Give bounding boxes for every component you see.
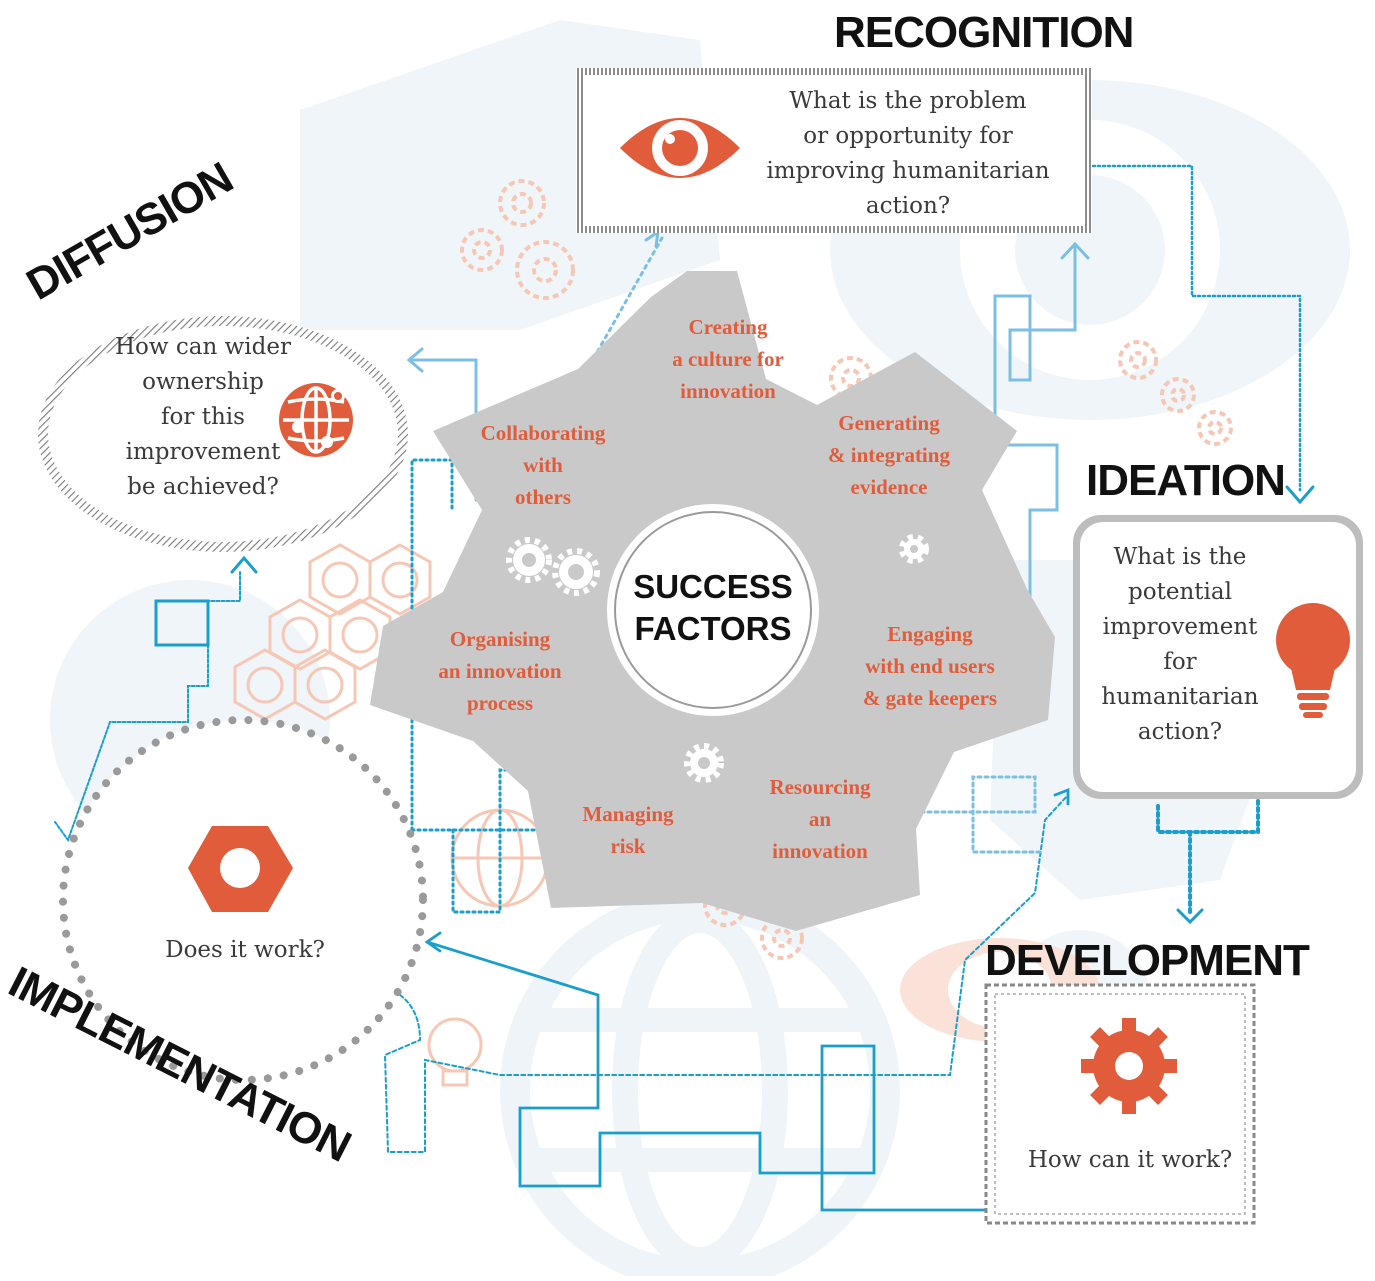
- gear-icon: [1081, 1018, 1177, 1114]
- eye-icon: [620, 118, 740, 178]
- diffusion-question: How can wider ownership for this improve…: [115, 334, 291, 500]
- development-question: How can it work?: [1027, 1147, 1233, 1173]
- lightbulb-icon: [1276, 603, 1350, 718]
- factor-resourcing-innovation: Resourcing an innovation: [769, 775, 871, 863]
- ideation-title: IDEATION: [1086, 456, 1286, 505]
- factor-managing-risk: Managing risk: [582, 802, 674, 858]
- ideation-box: [1073, 515, 1363, 799]
- hex-nut-icon: [188, 826, 293, 912]
- factor-organising-process: Organising an innovation process: [438, 627, 562, 715]
- recognition-question: What is the problem or opportunity for i…: [766, 88, 1050, 219]
- development-title: DEVELOPMENT: [985, 936, 1310, 985]
- success-factors-line1: SUCCESS: [633, 568, 793, 605]
- factor-collaborating: Collaborating with others: [480, 421, 606, 509]
- development-box: [984, 983, 1256, 1225]
- globe-icon: [279, 383, 353, 457]
- diffusion-ellipse: [38, 316, 408, 552]
- factor-generating-evidence: Generating & integrating evidence: [828, 411, 950, 499]
- honeycomb-decoration: [233, 543, 432, 721]
- factor-engaging-end-users: Engaging with end users & gate keepers: [862, 622, 998, 710]
- success-factors-line2: FACTORS: [634, 610, 792, 647]
- success-factors-label: SUCCESS FACTORS: [610, 566, 816, 650]
- success-factors-hub: [607, 504, 819, 716]
- connector-lines: [54, 164, 1315, 1212]
- recognition-title: RECOGNITION: [834, 8, 1134, 57]
- implementation-question: Does it work?: [165, 937, 325, 963]
- ideation-question: What is the potential improvement for hu…: [1101, 544, 1259, 745]
- factor-creating-culture: Creating a culture for innovation: [672, 315, 784, 403]
